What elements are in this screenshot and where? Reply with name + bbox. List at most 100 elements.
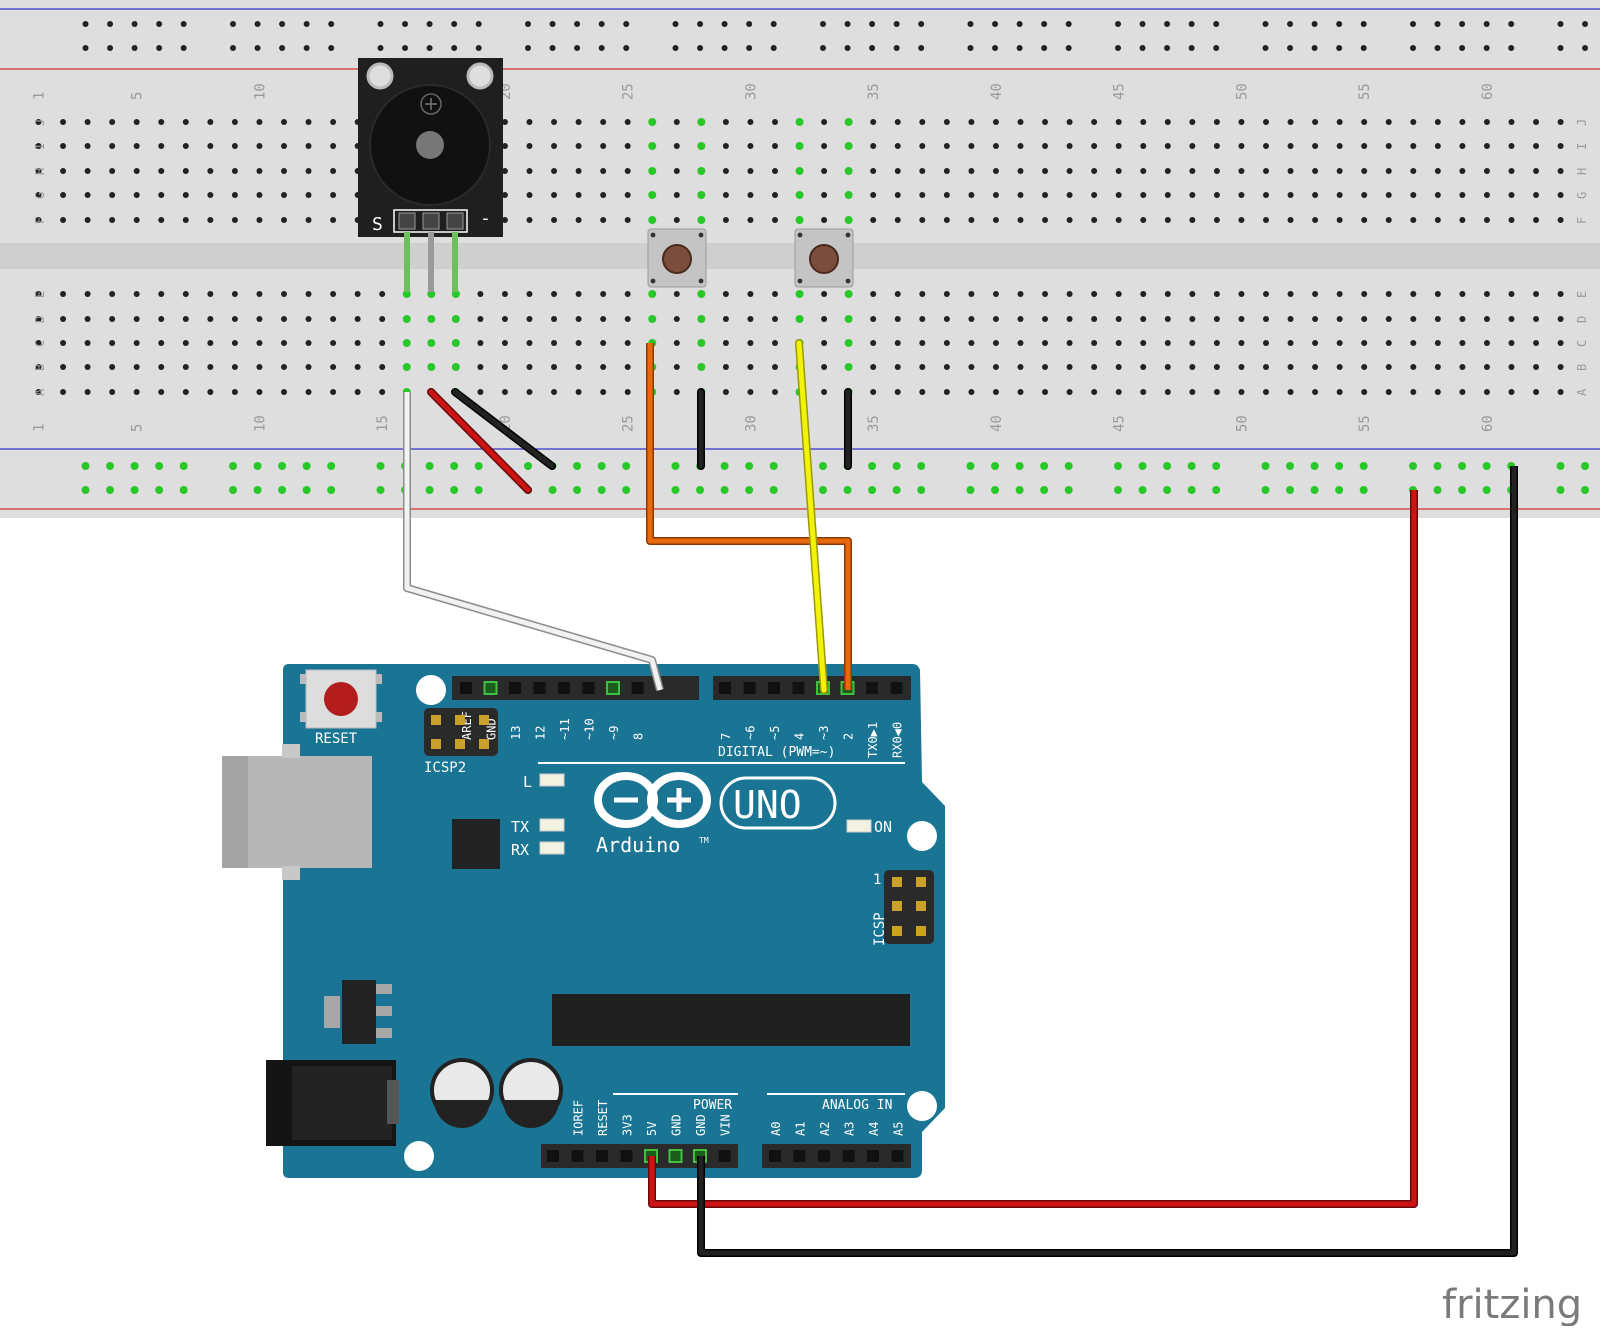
rail-hole[interactable] — [155, 486, 163, 494]
breadboard-hole[interactable] — [821, 119, 827, 125]
breadboard-hole[interactable] — [1509, 364, 1515, 370]
breadboard-hole[interactable] — [207, 119, 213, 125]
breadboard-hole[interactable] — [772, 168, 778, 174]
breadboard-hole[interactable] — [1140, 217, 1146, 223]
breadboard-hole[interactable] — [1558, 119, 1564, 125]
breadboard-hole[interactable] — [1312, 168, 1318, 174]
breadboard-hole[interactable] — [1533, 143, 1539, 149]
breadboard-hole[interactable] — [1337, 217, 1343, 223]
breadboard-hole[interactable] — [256, 389, 262, 395]
breadboard-hole[interactable] — [1238, 192, 1244, 198]
breadboard-hole[interactable] — [256, 217, 262, 223]
breadboard-hole[interactable] — [772, 217, 778, 223]
breadboard-hole[interactable] — [1067, 340, 1073, 346]
breadboard-hole[interactable] — [1140, 364, 1146, 370]
breadboard-hole[interactable] — [158, 364, 164, 370]
breadboard-hole[interactable] — [993, 340, 999, 346]
breadboard-hole[interactable] — [256, 119, 262, 125]
breadboard-hole[interactable] — [1558, 316, 1564, 322]
breadboard-hole[interactable] — [625, 340, 631, 346]
breadboard-hole[interactable] — [1116, 119, 1122, 125]
header-pin[interactable] — [572, 1150, 584, 1162]
breadboard-hole[interactable] — [1091, 389, 1097, 395]
rail-hole[interactable] — [378, 21, 384, 27]
rail-hole[interactable] — [278, 486, 286, 494]
rail-hole[interactable] — [1484, 45, 1490, 51]
rail-hole[interactable] — [1066, 45, 1072, 51]
breadboard-hole[interactable] — [870, 364, 876, 370]
breadboard-hole[interactable] — [723, 340, 729, 346]
breadboard-hole[interactable] — [452, 315, 460, 323]
breadboard-hole[interactable] — [674, 316, 680, 322]
breadboard-hole[interactable] — [1189, 119, 1195, 125]
rail-hole[interactable] — [131, 462, 139, 470]
breadboard-hole[interactable] — [1410, 340, 1416, 346]
rail-hole[interactable] — [82, 486, 90, 494]
header-pin[interactable] — [583, 682, 595, 694]
rail-hole[interactable] — [377, 462, 385, 470]
breadboard-hole[interactable] — [1116, 217, 1122, 223]
breadboard-hole[interactable] — [158, 192, 164, 198]
breadboard-hole[interactable] — [1018, 291, 1024, 297]
breadboard-hole[interactable] — [1018, 217, 1024, 223]
rail-hole[interactable] — [745, 462, 753, 470]
breadboard-hole[interactable] — [1288, 168, 1294, 174]
breadboard-hole[interactable] — [1140, 143, 1146, 149]
breadboard-hole[interactable] — [1238, 316, 1244, 322]
rail-hole[interactable] — [1287, 45, 1293, 51]
rail-hole[interactable] — [1163, 486, 1171, 494]
rail-hole[interactable] — [1163, 462, 1171, 470]
rail-hole[interactable] — [1434, 486, 1442, 494]
breadboard-hole[interactable] — [1263, 143, 1269, 149]
rail-hole[interactable] — [1508, 21, 1514, 27]
breadboard-hole[interactable] — [1042, 316, 1048, 322]
breadboard-hole[interactable] — [134, 389, 140, 395]
rail-hole[interactable] — [1581, 486, 1589, 494]
rail-hole[interactable] — [83, 21, 89, 27]
breadboard-hole[interactable] — [919, 340, 925, 346]
breadboard-hole[interactable] — [1165, 217, 1171, 223]
rail-hole[interactable] — [1582, 21, 1588, 27]
breadboard-hole[interactable] — [1558, 217, 1564, 223]
breadboard-hole[interactable] — [85, 291, 91, 297]
breadboard-hole[interactable] — [968, 364, 974, 370]
breadboard-hole[interactable] — [1484, 364, 1490, 370]
rail-hole[interactable] — [327, 486, 335, 494]
rail-hole[interactable] — [1409, 462, 1417, 470]
breadboard-hole[interactable] — [1165, 119, 1171, 125]
rail-hole[interactable] — [402, 45, 408, 51]
breadboard-hole[interactable] — [1238, 291, 1244, 297]
breadboard-hole[interactable] — [821, 143, 827, 149]
breadboard-hole[interactable] — [281, 192, 287, 198]
breadboard-hole[interactable] — [551, 340, 557, 346]
breadboard-hole[interactable] — [183, 389, 189, 395]
rail-hole[interactable] — [450, 462, 458, 470]
rail-hole[interactable] — [918, 21, 924, 27]
rail-hole[interactable] — [722, 21, 728, 27]
rail-hole[interactable] — [598, 462, 606, 470]
breadboard-hole[interactable] — [85, 340, 91, 346]
breadboard-hole[interactable] — [796, 167, 804, 175]
breadboard-hole[interactable] — [674, 119, 680, 125]
rail-hole[interactable] — [573, 486, 581, 494]
breadboard-hole[interactable] — [1165, 168, 1171, 174]
breadboard-hole[interactable] — [1386, 119, 1392, 125]
breadboard-hole[interactable] — [1509, 119, 1515, 125]
rail-hole[interactable] — [156, 21, 162, 27]
breadboard-hole[interactable] — [1214, 192, 1220, 198]
rail-hole[interactable] — [696, 486, 704, 494]
rail-hole[interactable] — [1335, 462, 1343, 470]
rail-hole[interactable] — [1582, 45, 1588, 51]
breadboard-hole[interactable] — [330, 364, 336, 370]
breadboard-hole[interactable] — [1018, 143, 1024, 149]
rail-hole[interactable] — [82, 462, 90, 470]
breadboard-hole[interactable] — [1091, 143, 1097, 149]
breadboard-hole[interactable] — [1484, 340, 1490, 346]
rail-hole[interactable] — [1164, 45, 1170, 51]
rail-hole[interactable] — [967, 486, 975, 494]
breadboard-hole[interactable] — [1337, 143, 1343, 149]
breadboard-hole[interactable] — [427, 339, 435, 347]
breadboard-hole[interactable] — [845, 142, 853, 150]
rail-hole[interactable] — [1483, 462, 1491, 470]
rail-hole[interactable] — [1065, 486, 1073, 494]
